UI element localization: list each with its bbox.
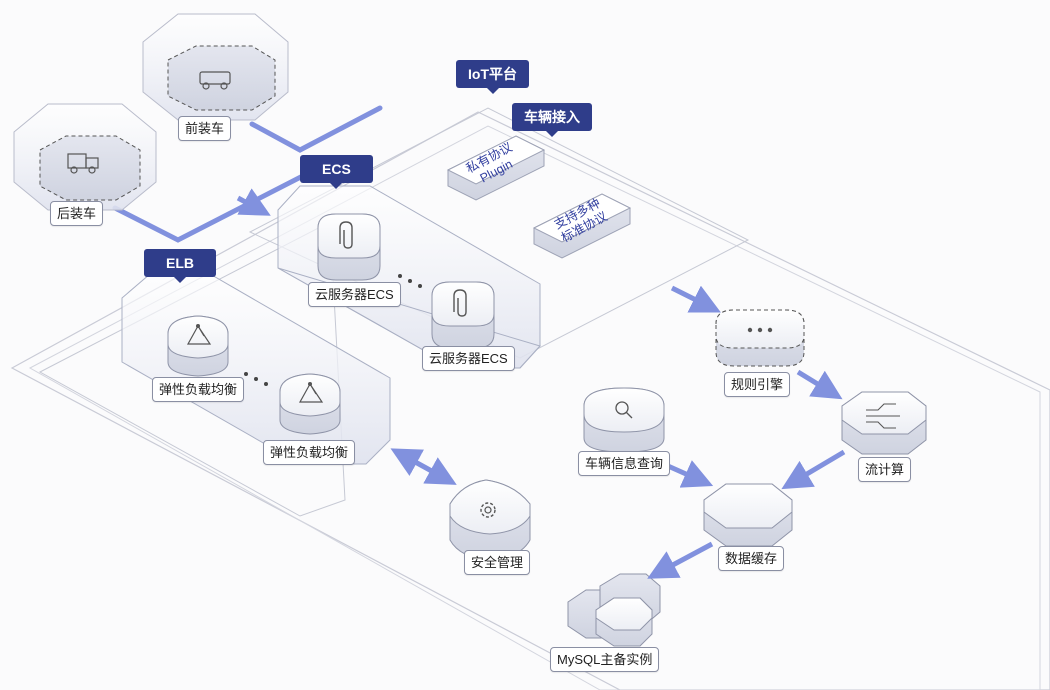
front-vehicle-box (142, 13, 289, 121)
paperclip-icon (339, 221, 353, 249)
gear-icon (480, 502, 496, 518)
iot-platform-tag: IoT平台 (456, 60, 529, 94)
rule-engine-box (715, 309, 805, 367)
flow-arrows (390, 285, 846, 579)
ecs-server-2 (431, 281, 495, 349)
security-box (449, 479, 531, 561)
ecs-tag: ECS (300, 155, 373, 189)
car-icon (199, 71, 231, 90)
elb-tag: ELB (144, 249, 216, 283)
paperclip-icon (453, 289, 467, 317)
standard-protocol-card (532, 193, 632, 259)
rear-install-label: 后装车 (50, 201, 104, 226)
vehicle-connection-lines (112, 105, 383, 243)
private-protocol-card (446, 135, 546, 201)
dots-icon (747, 327, 773, 333)
circuit-icon (866, 403, 900, 429)
elb-ellipsis (244, 372, 268, 386)
stream-compute-box (841, 391, 927, 455)
ecs-ellipsis (398, 274, 422, 288)
data-cache-label: 数据缓存 (718, 546, 785, 571)
ecs-server-label-1: 云服务器ECS (308, 282, 401, 307)
truck-icon (67, 153, 99, 174)
elb-label-2: 弹性负载均衡 (263, 440, 356, 465)
security-label: 安全管理 (464, 550, 531, 575)
ecs-server-1 (317, 213, 381, 281)
rule-engine-label: 规则引擎 (724, 372, 791, 397)
load-balancer-icon (298, 382, 324, 403)
vehicle-query-box (583, 387, 665, 453)
mysql-label: MySQL主备实例 (550, 647, 660, 672)
magnifier-icon (615, 401, 633, 419)
load-balancer-icon (186, 324, 212, 345)
stream-compute-label: 流计算 (858, 457, 912, 482)
elb-unit-1 (167, 315, 229, 377)
rear-vehicle-box (13, 103, 157, 211)
vehicle-query-label: 车辆信息查询 (578, 451, 671, 476)
data-cache-box (703, 483, 793, 547)
mysql-cluster (567, 573, 661, 647)
elb-label-1: 弹性负载均衡 (152, 377, 245, 402)
vehicle-access-tag: 车辆接入 (512, 103, 592, 137)
ecs-server-label-2: 云服务器ECS (422, 346, 515, 371)
elb-unit-2 (279, 373, 341, 435)
front-install-label: 前装车 (178, 116, 232, 141)
